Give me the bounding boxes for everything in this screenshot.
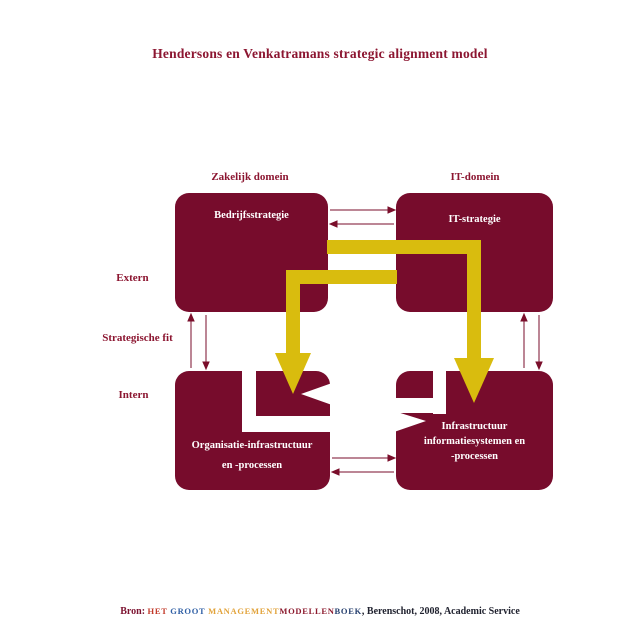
- caption-groot: GROOT: [170, 606, 209, 616]
- thin-arrow-head-right: [387, 454, 397, 462]
- thin-arrow-head-down: [202, 361, 210, 371]
- alignment-arrow-business-to-it-infrastructure: [327, 240, 494, 403]
- notch-wedge-left: [301, 383, 332, 405]
- box-label-line: -processen: [450, 451, 499, 462]
- domain-label-zakelijk: Zakelijk domein: [211, 171, 289, 183]
- caption-management: MANAGEMENT: [208, 606, 280, 616]
- box-label-line: Organisatie-infrastructuur: [191, 440, 313, 451]
- thin-arrow-head-right: [387, 206, 397, 214]
- gold-arrow-head: [454, 358, 494, 403]
- gold-arrow-head: [275, 353, 311, 394]
- thin-arrow-head-up: [187, 312, 195, 322]
- thin-arrow-head-down: [535, 361, 543, 371]
- box-label-infrastructuur-informatiesystemen: Infrastructuur informatiesystemen en -pr…: [394, 419, 555, 464]
- box-label-it-strategie: IT-strategie: [448, 214, 501, 225]
- box-label-line: Infrastructuur: [441, 421, 508, 432]
- caption-publisher: , Berenschot, 2008, Academic Service: [361, 606, 520, 617]
- thin-arrow-head-up: [520, 312, 528, 322]
- notch-channel-horizontal-right: [394, 398, 446, 413]
- thin-arrows: [187, 206, 543, 476]
- side-label-strategische-fit: Strategische fit: [102, 332, 173, 344]
- caption-modellen: MODELLEN: [279, 606, 335, 616]
- gold-arrow-shaft: [327, 240, 481, 360]
- side-label-extern: Extern: [116, 272, 149, 284]
- box-label-bedrijfsstrategie: Bedrijfsstrategie: [214, 210, 289, 221]
- source-caption: Bron: HET GROOT MANAGEMENTMODELLENBOEK, …: [0, 606, 640, 617]
- box-label-line: informatiesystemen en: [423, 436, 526, 447]
- gold-arrow-shaft: [286, 270, 397, 355]
- caption-bron: Bron:: [120, 606, 148, 617]
- box-label-line: en -processen: [221, 460, 283, 471]
- alignment-arrow-it-to-organisation-infrastructure: [275, 270, 397, 394]
- caption-boek: BOEK: [334, 606, 362, 616]
- notch-wedge-right: [394, 411, 426, 432]
- page-title: Hendersons en Venkatramans strategic ali…: [152, 46, 488, 61]
- caption-het: HET: [147, 606, 171, 616]
- thin-arrow-head-left: [330, 468, 340, 476]
- domain-label-it: IT-domein: [450, 171, 500, 183]
- box-label-organisatie-infrastructuur: Organisatie-infrastructuur en -processen: [172, 436, 332, 476]
- notch-channel-horizontal-left: [242, 416, 334, 432]
- side-label-intern: Intern: [118, 389, 149, 401]
- thin-arrow-head-left: [328, 220, 338, 228]
